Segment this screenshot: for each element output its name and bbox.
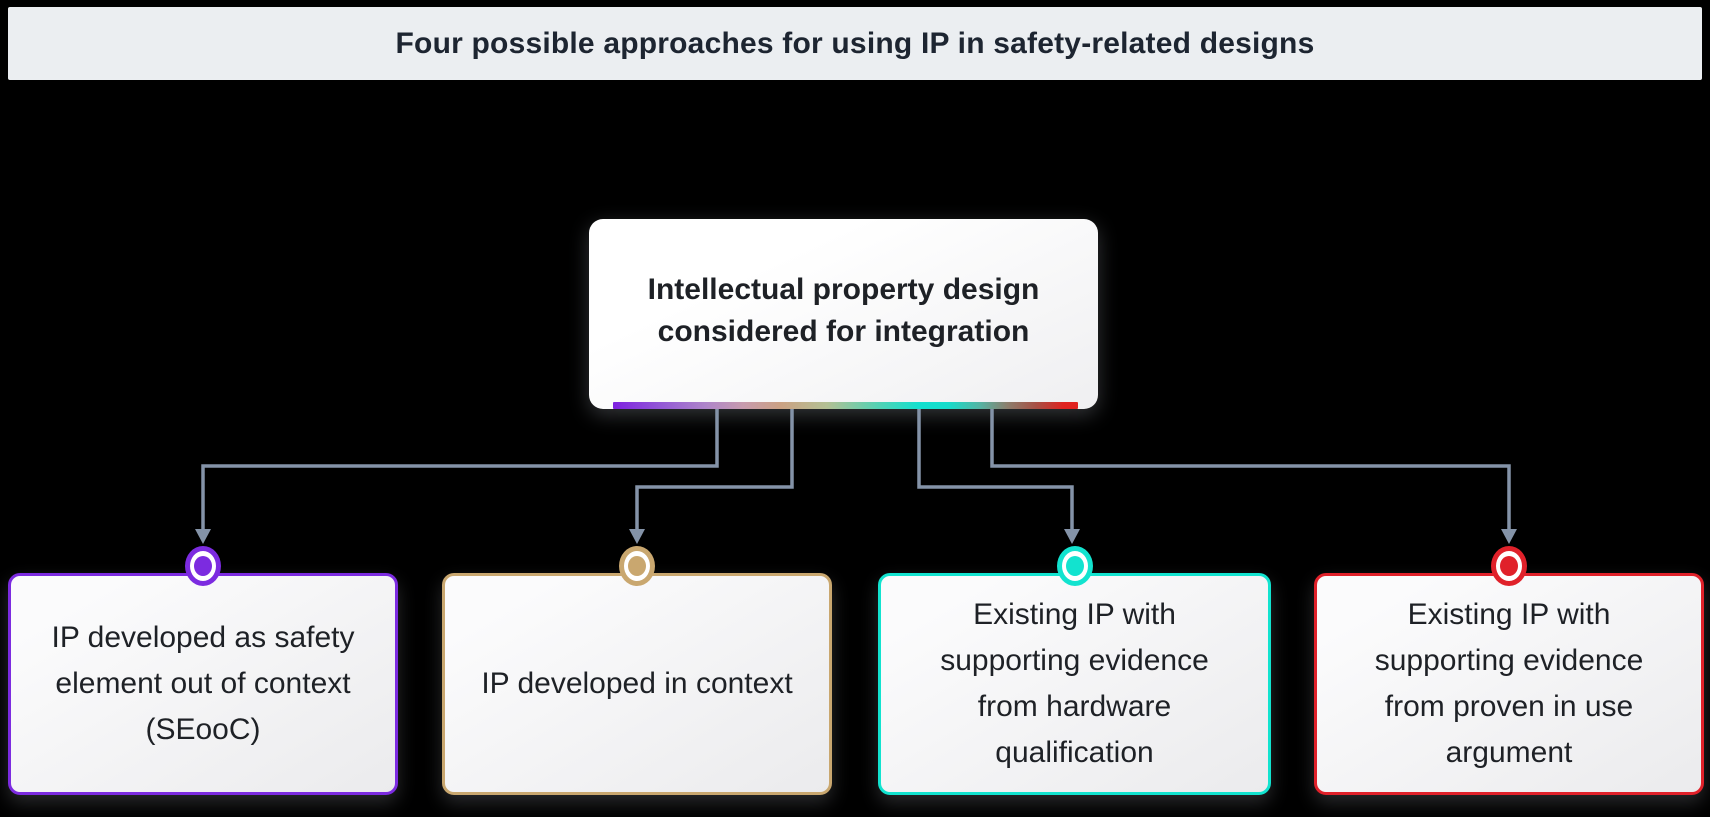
node-anchor-dot — [185, 546, 221, 586]
connector-to-proven-in-use — [990, 409, 1511, 530]
connector-to-seooc — [201, 409, 719, 530]
diagram-title: Four possible approaches for using IP in… — [395, 26, 1315, 60]
connector-to-in-context — [635, 409, 794, 530]
approach-label-line: Existing IP with — [1407, 598, 1611, 631]
node-anchor-dot — [1491, 546, 1527, 586]
node-anchor-dot — [1056, 546, 1093, 586]
approach-label-line: Existing IP with — [973, 598, 1176, 631]
approach-label-line: IP developed as safety — [51, 621, 355, 654]
node-anchor-dot — [619, 546, 655, 586]
root-label-line: considered for integration — [657, 314, 1030, 348]
approach-label-line: element out of context — [55, 667, 351, 700]
arrowhead-down-icon — [195, 529, 211, 544]
approach-box-3: Existing IP with supporting evidence fro… — [878, 546, 1271, 795]
approach-box-4: Existing IP with supporting evidence fro… — [1314, 546, 1704, 795]
connector-to-hardware-qualification — [917, 409, 1074, 530]
gradient-bar — [613, 402, 1078, 409]
anchor-inner-dot — [1065, 556, 1084, 576]
approach-box-1: IP developed as safety element out of co… — [8, 546, 398, 795]
approach-box-2: IP developed in context — [442, 546, 832, 795]
approach-label-line: argument — [1445, 736, 1573, 769]
arrowhead-down-icon — [629, 529, 645, 544]
approach-label-line: from hardware — [977, 690, 1172, 723]
root-label-line: Intellectual property design — [647, 272, 1040, 306]
anchor-inner-dot — [1500, 556, 1518, 576]
approach-label-line: qualification — [995, 736, 1154, 769]
root-node: Intellectual property design considered … — [589, 219, 1098, 409]
approach-label-line: supporting evidence — [1374, 644, 1644, 677]
approach-label-line: from proven in use — [1384, 690, 1634, 723]
approach-label-line: IP developed in context — [481, 667, 793, 700]
title-bar: Four possible approaches for using IP in… — [8, 7, 1702, 80]
approach-label-line: (SEooC) — [145, 713, 261, 746]
anchor-inner-dot — [628, 556, 646, 576]
anchor-inner-dot — [194, 556, 212, 576]
arrowhead-down-icon — [1501, 529, 1517, 544]
approach-label-line: supporting evidence — [940, 644, 1209, 677]
arrowhead-down-icon — [1064, 529, 1080, 544]
